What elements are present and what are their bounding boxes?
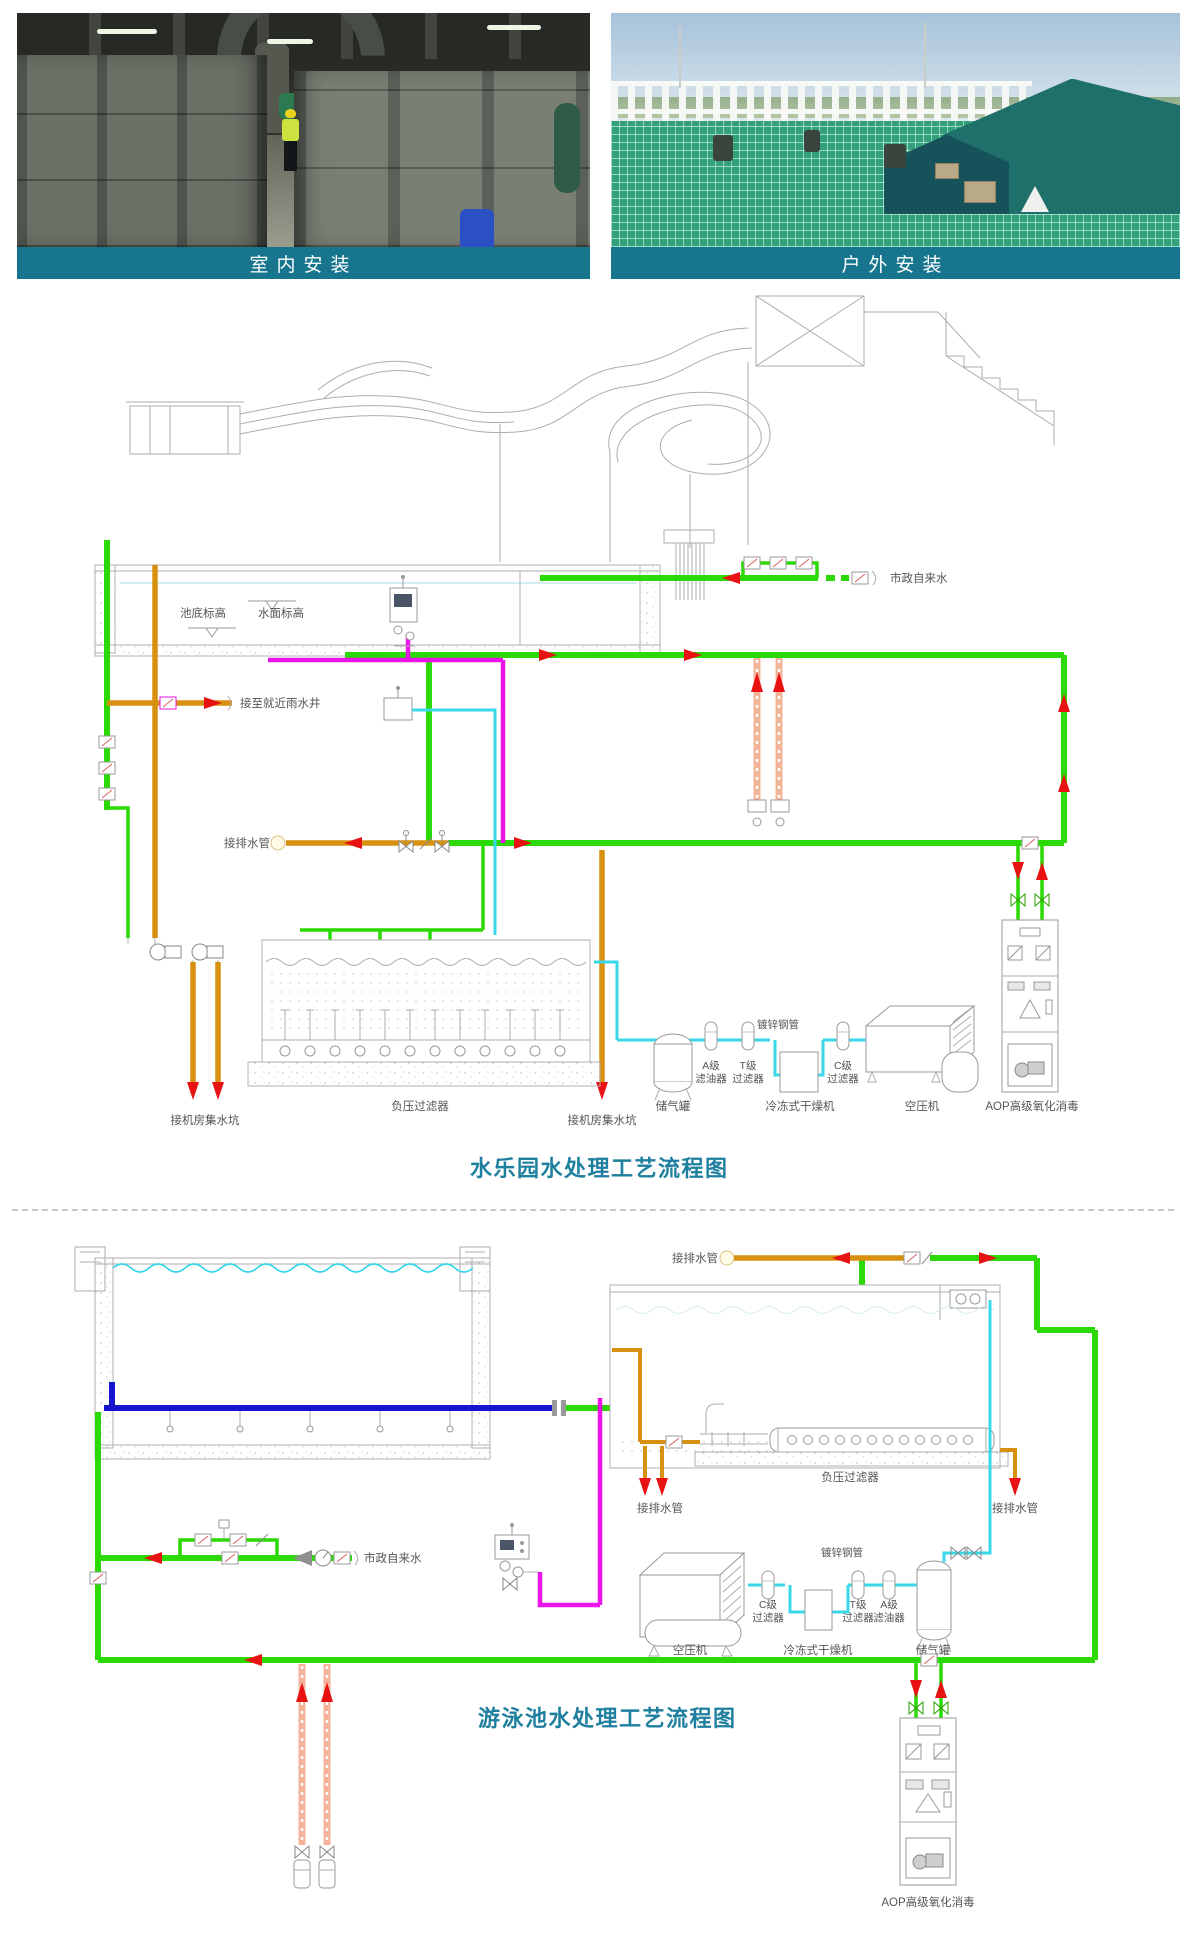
c-filter-label-1-d2: C级 — [759, 1599, 778, 1611]
balance-tank-d2: 负压过滤器 — [609, 1284, 1009, 1484]
indoor-photo-image — [17, 13, 590, 247]
green-pipes-d1 — [98, 540, 1070, 944]
outdoor-photo-image — [611, 13, 1180, 247]
compressor-label-d2: 空压机 — [673, 1643, 708, 1657]
equipment-cabinets-right — [294, 71, 590, 247]
city-water-label-d2: 市政自来水 — [364, 1551, 422, 1565]
t-filter-label-1-d1: T级 — [740, 1060, 757, 1072]
negative-pressure-filter-d1: 负压过滤器 — [247, 939, 601, 1113]
a-filter-label-2-d1: 滤油器 — [695, 1072, 727, 1085]
top-drain-line-d2: 接排水管 — [672, 1250, 933, 1266]
diagram1-water-park-flow: 池底标高 水面标高 — [94, 295, 1079, 1181]
machine-room-pumps-d1: 接机房集水坑 接机房集水坑 — [127, 938, 637, 1127]
light-pole — [679, 27, 682, 88]
deck-pump — [713, 134, 734, 161]
a-filter-label-1-d2: A级 — [880, 1599, 898, 1611]
drain-top-label-d2: 接排水管 — [672, 1251, 718, 1265]
filter-label-d2: 负压过滤器 — [821, 1470, 879, 1484]
drain-right-label-d2: 接排水管 — [992, 1501, 1038, 1515]
ceiling-light — [487, 25, 541, 30]
ceiling-light — [267, 39, 313, 44]
equipment-cabinets-left — [17, 55, 267, 247]
aop-label-d1: AOP高级氧化消毒 — [985, 1099, 1079, 1113]
magenta-dosing-pipe-d1 — [268, 575, 506, 843]
c-filter-label-1-d1: C级 — [834, 1060, 853, 1072]
city-water-label-d1: 市政自来水 — [890, 571, 948, 585]
indoor-caption-text: 室内安装 — [249, 254, 358, 276]
air-equipment-row-d2: 空压机 C级 过滤器 冷冻式干燥机 T级 过滤器 A级 滤油器 储气罐 镀锌钢管 — [638, 1300, 992, 1657]
diagram2-title: 游泳池水处理工艺流程图 — [478, 1706, 737, 1731]
aop-cabinet-d1: AOP高级氧化消毒 — [985, 836, 1079, 1113]
deck-pump — [884, 144, 907, 169]
diagram2-swimming-pool-flow: 接排水管 负压过滤器 接排水管 — [74, 1246, 1098, 1909]
outdoor-installation-photo: 户外安装 — [611, 13, 1180, 279]
light-pole — [923, 22, 926, 88]
dryer-label-d2: 冷冻式干燥机 — [784, 1643, 853, 1657]
galvanized-pipe-label-d2: 镀锌钢管 — [821, 1546, 863, 1559]
aop-label-d2: AOP高级氧化消毒 — [881, 1895, 975, 1909]
sump-right-label: 接机房集水坑 — [568, 1113, 637, 1127]
orange-pipes-d1 — [107, 565, 608, 1100]
c-filter-label-2-d1: 过滤器 — [827, 1072, 859, 1085]
a-filter-label-1-d1: A级 — [702, 1060, 720, 1072]
c-filter-label-2-d2: 过滤器 — [752, 1611, 784, 1624]
compressor-label-d1: 空压机 — [905, 1099, 940, 1113]
worker-helmet — [285, 109, 296, 118]
ceiling-duct — [217, 13, 385, 56]
water-surface-elevation-label: 水面标高 — [258, 606, 304, 620]
drain-left-label-d2: 接排水管 — [637, 1501, 683, 1515]
swimming-pool — [74, 1246, 491, 1460]
fence-mid-rail — [611, 108, 1033, 114]
section-divider — [12, 1209, 1174, 1211]
worker-legs — [284, 141, 297, 171]
pool-bottom-elevation-label: 池底标高 — [180, 606, 226, 620]
t-filter-label-2-d1: 过滤器 — [732, 1072, 764, 1085]
crate — [963, 181, 996, 204]
water-slide-structure — [126, 295, 1055, 600]
white-cone — [1020, 186, 1049, 213]
deck-pump — [804, 130, 821, 152]
feature-pump-risers-d2 — [293, 1664, 336, 1889]
vertical-tank — [554, 103, 580, 193]
air-equipment-row-d1: A级 滤油器 T级 过滤器 C级 过滤器 储气罐 冷冻式干燥机 空压机 镀锌钢管 — [653, 1004, 979, 1113]
feature-pump-risers-d1 — [747, 658, 790, 827]
outdoor-caption-bar: 户外安装 — [611, 247, 1180, 279]
fence-top-rail — [611, 80, 1033, 86]
rain-well-label-d1: 接至就近雨水井 — [240, 696, 321, 710]
blue-barrel — [460, 209, 494, 247]
ceiling-light — [97, 29, 157, 34]
outdoor-caption-text: 户外安装 — [841, 254, 950, 276]
diagram1-title: 水乐园水处理工艺流程图 — [470, 1156, 729, 1181]
aop-cabinet-d2: AOP高级氧化消毒 — [881, 1653, 975, 1909]
crate — [935, 162, 960, 179]
worker-vest — [282, 119, 299, 141]
t-filter-label-2-d2: 过滤器 — [842, 1611, 874, 1624]
indoor-installation-photo: 室内安装 — [17, 13, 590, 279]
t-filter-label-1-d2: T级 — [850, 1599, 867, 1611]
blue-distribution-pipe — [104, 1382, 610, 1433]
indoor-caption-bar: 室内安装 — [17, 247, 590, 279]
a-filter-label-2-d2: 滤油器 — [873, 1611, 905, 1624]
magenta-dosing-d2 — [494, 1398, 603, 1608]
galvanized-pipe-label-d1: 镀锌钢管 — [757, 1018, 799, 1031]
sump-left-label: 接机房集水坑 — [171, 1113, 240, 1127]
drain-pipe-label-d1: 接排水管 — [224, 836, 270, 850]
filter-label-d1: 负压过滤器 — [391, 1099, 449, 1113]
tank-drains-d2: 接排水管 接排水管 — [612, 1348, 1038, 1515]
air-tank-label-d1: 储气罐 — [656, 1099, 691, 1113]
dryer-label-d1: 冷冻式干燥机 — [766, 1099, 835, 1113]
city-water-branch-d2: 市政自来水 — [98, 1519, 422, 1567]
